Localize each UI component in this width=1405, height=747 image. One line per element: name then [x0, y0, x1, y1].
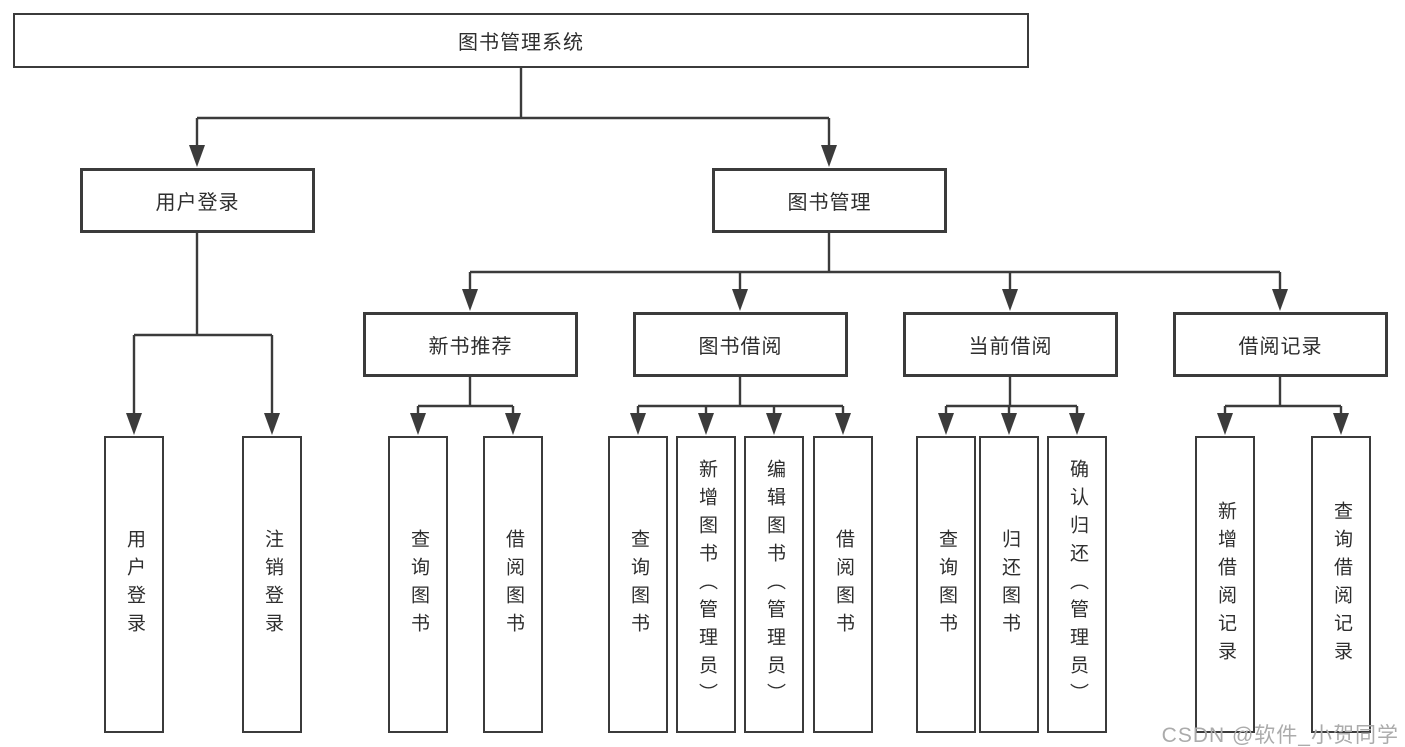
leaf-label: 新增图书（管理员） — [695, 458, 717, 711]
node-borrowing-records: 借阅记录 — [1173, 312, 1388, 377]
leaf-query-books-borrow: 查询图书 — [608, 436, 668, 733]
watermark: CSDN @软件_小贺同学 — [1161, 724, 1399, 747]
arrowhead-icons — [126, 145, 1349, 435]
leaf-return-books: 归还图书 — [979, 436, 1039, 733]
node-book-management: 图书管理 — [712, 168, 947, 233]
leaf-add-borrow-record: 新增借阅记录 — [1195, 436, 1255, 733]
leaf-add-books-admin: 新增图书（管理员） — [676, 436, 736, 733]
leaf-label: 借阅图书 — [832, 528, 854, 641]
leaf-borrow-books: 借阅图书 — [813, 436, 873, 733]
leaf-label: 查询图书 — [407, 528, 429, 641]
leaf-label: 查询借阅记录 — [1330, 500, 1352, 669]
node-current-borrowing: 当前借阅 — [903, 312, 1118, 377]
leaf-label: 确认归还（管理员） — [1066, 458, 1088, 711]
leaf-query-borrow-record: 查询借阅记录 — [1311, 436, 1371, 733]
leaf-label: 查询图书 — [935, 528, 957, 641]
leaf-edit-books-admin: 编辑图书（管理员） — [744, 436, 804, 733]
leaf-borrow-books-newbook: 借阅图书 — [483, 436, 543, 733]
leaf-confirm-return-admin: 确认归还（管理员） — [1047, 436, 1107, 733]
node-book-borrowing: 图书借阅 — [633, 312, 848, 377]
leaf-user-login: 用户登录 — [104, 436, 164, 733]
node-library-management-system: 图书管理系统 — [13, 13, 1029, 68]
leaf-query-books-current: 查询图书 — [916, 436, 976, 733]
leaf-label: 注销登录 — [261, 528, 283, 641]
leaf-query-books-newbook: 查询图书 — [388, 436, 448, 733]
leaf-label: 归还图书 — [998, 528, 1020, 641]
leaf-logout: 注销登录 — [242, 436, 302, 733]
leaf-label: 新增借阅记录 — [1214, 500, 1236, 669]
leaf-label: 编辑图书（管理员） — [763, 458, 785, 711]
leaf-label: 借阅图书 — [502, 528, 524, 641]
node-user-login: 用户登录 — [80, 168, 315, 233]
leaf-label: 用户登录 — [123, 528, 145, 641]
leaf-label: 查询图书 — [627, 528, 649, 641]
node-new-book-recommendation: 新书推荐 — [363, 312, 578, 377]
